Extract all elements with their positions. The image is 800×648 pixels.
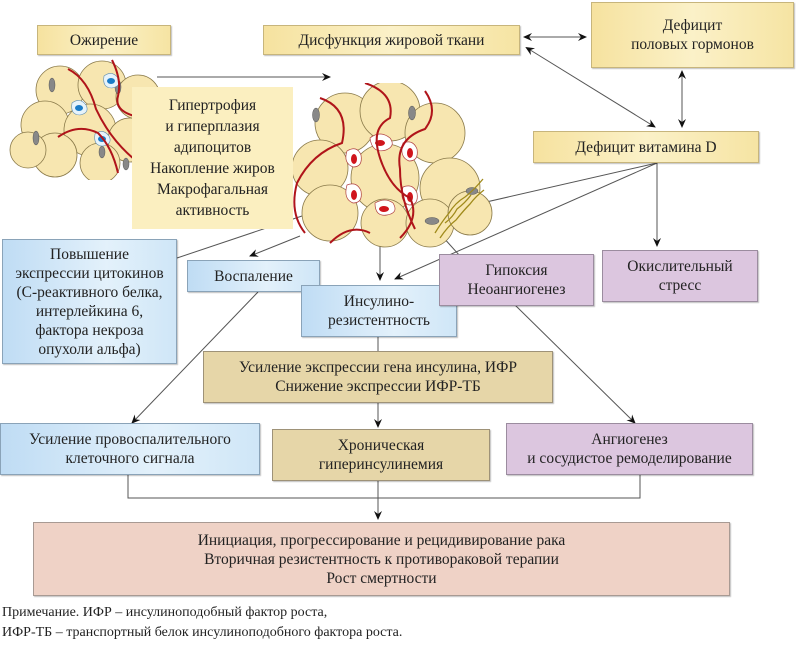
- arrow-inflammation-to-proinflam: [131, 291, 259, 424]
- oxidative-stress-line-2: стресс: [658, 277, 702, 294]
- angiogenesis-box: Ангиогенез и сосудистое ремоделирование: [506, 423, 753, 475]
- vitamin-d-deficit-box: Дефицит витамина D: [533, 131, 759, 163]
- insulin-gene-line-1: Усиление экспрессии гена инсулина, ИФР: [239, 359, 517, 376]
- cytokines-line-2: экспрессии цитокинов: [15, 264, 164, 282]
- sex-hormone-line-1: Дефицит: [662, 17, 723, 34]
- hypoxia-line-2: Неоангиогенез: [467, 281, 566, 298]
- cytokines-line-1: Повышение: [50, 245, 129, 263]
- angiogenesis-line-2: и сосудистое ремоделирование: [527, 450, 732, 467]
- footnote-line-2: ИФР-ТБ – транспортный белок инсулиноподо…: [2, 625, 403, 640]
- insulin-resistance-box: Инсулино- резистентность: [301, 285, 457, 337]
- hypertrophy-box: Гипертрофия и гиперплазия адипоцитов Нак…: [132, 87, 293, 229]
- hypertrophy-line-6: активность: [175, 202, 250, 219]
- cytokines-line-6: опухоли альфа): [38, 340, 141, 358]
- cytokines-line-5: фактора некроза: [35, 321, 144, 339]
- insulin-gene-line-2: Снижение экспрессии ИФР-ТБ: [275, 378, 481, 395]
- hyperinsulinemia-box: Хроническая гиперинсулинемия: [272, 429, 490, 481]
- proinflammatory-line-2: клеточного сигнала: [65, 450, 195, 467]
- arrow-dysfunction-vitd: [525, 46, 656, 128]
- insulin-resistance-line-1: Инсулино-: [343, 293, 415, 310]
- cytokines-line-3: (С-реактивного белка,: [16, 283, 163, 301]
- proinflammatory-line-1: Усиление провоспалительного: [29, 431, 231, 448]
- cytokines-box: Повышение экспрессии цитокинов (С-реакти…: [2, 239, 177, 364]
- cancer-line-2: Вторичная резистентность к противораково…: [204, 550, 559, 568]
- hypoxia-box: Гипоксия Неоангиогенез: [439, 254, 594, 306]
- arrow-vitd-to-insulin-res: [394, 162, 658, 280]
- vitamin-d-label: Дефицит витамина D: [575, 138, 717, 156]
- angiogenesis-line-1: Ангиогенез: [591, 431, 668, 448]
- sex-hormone-deficit-box: Дефицит половых гормонов: [591, 2, 794, 68]
- hypertrophy-line-4: Накопление жиров: [150, 160, 275, 177]
- insulin-resistance-line-2: резистентность: [328, 312, 430, 329]
- obesity-label: Ожирение: [69, 31, 139, 49]
- hypertrophy-line-5: Макрофагальная: [156, 181, 269, 198]
- arrow-cluster-to-inflammation: [249, 235, 301, 257]
- proinflammatory-signal-box: Усиление провоспалительного клеточного с…: [0, 423, 260, 475]
- insulin-gene-box: Усиление экспрессии гена инсулина, ИФР С…: [203, 351, 553, 403]
- hyperinsulinemia-line-1: Хроническая: [337, 437, 425, 454]
- cancer-line-3: Рост смертности: [326, 569, 437, 587]
- inflammation-box: Воспаление: [187, 260, 320, 292]
- footnote-line-1: Примечание. ИФР – инсулиноподобный факто…: [2, 605, 328, 620]
- arrow-hypoxia-to-angiogenesis: [514, 304, 636, 424]
- hyperinsulinemia-line-2: гиперинсулинемия: [318, 456, 444, 473]
- obesity-box: Ожирение: [37, 25, 171, 55]
- line-vitd-to-cluster: [459, 162, 658, 209]
- cancer-outcome-box: Инициация, прогрессирование и рецидивиро…: [33, 522, 730, 596]
- sex-hormone-line-2: половых гормонов: [631, 36, 754, 53]
- oxidative-stress-box: Окислительный стресс: [602, 250, 758, 302]
- cancer-line-1: Инициация, прогрессирование и рецидивиро…: [197, 531, 566, 549]
- hypertrophy-line-3: адипоцитов: [173, 139, 252, 156]
- obesity-adipocyte-cluster-illustration: [9, 59, 160, 180]
- hypertrophy-line-1: Гипертрофия: [168, 97, 257, 114]
- hypoxia-line-1: Гипоксия: [485, 262, 548, 279]
- inflammation-label: Воспаление: [214, 267, 293, 285]
- dysfunction-adipocyte-cluster-illustration: [291, 83, 493, 248]
- cytokines-line-4: интерлейкина 6,: [35, 302, 144, 320]
- adipose-dysfunction-box: Дисфункция жировой ткани: [263, 25, 520, 55]
- line-collector: [127, 475, 641, 499]
- oxidative-stress-line-1: Окислительный: [627, 258, 733, 275]
- adipose-dysfunction-label: Дисфункция жировой ткани: [298, 31, 485, 49]
- hypertrophy-line-2: и гиперплазия: [165, 118, 260, 135]
